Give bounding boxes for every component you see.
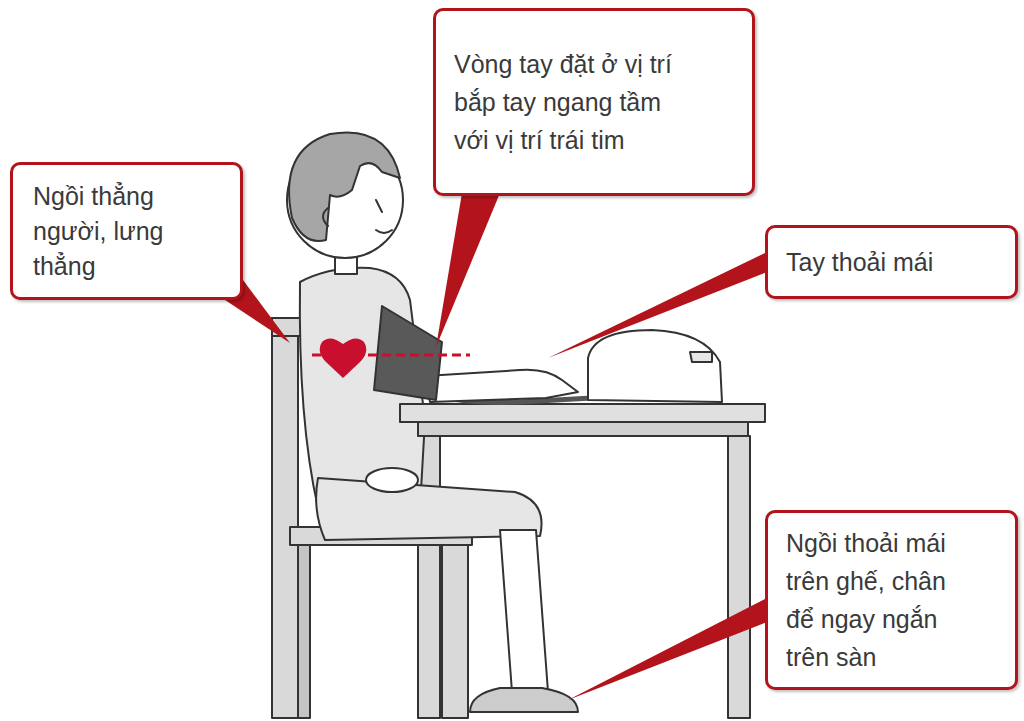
ear bbox=[323, 208, 328, 226]
callout-text: Ngồi thẳng người, lưng thẳng bbox=[33, 179, 198, 284]
table-apron bbox=[418, 422, 748, 436]
shin bbox=[500, 530, 548, 692]
eye bbox=[376, 200, 382, 212]
chair-leg bbox=[298, 545, 310, 718]
mouth bbox=[376, 230, 392, 233]
monitor-display bbox=[690, 352, 712, 362]
callout-box: Vòng tay đặt ở vị trí bắp tay ngang tầm … bbox=[433, 8, 755, 196]
heart-symbol bbox=[320, 338, 367, 378]
callout-box: Ngồi thẳng người, lưng thẳng bbox=[10, 162, 243, 300]
callout-pointer bbox=[436, 193, 500, 347]
chair-post bbox=[272, 318, 298, 718]
callout-pointer bbox=[548, 252, 767, 358]
chair-leg bbox=[442, 545, 468, 718]
slipper bbox=[470, 688, 578, 712]
callout-box: Tay thoải mái bbox=[765, 225, 1018, 299]
callout-box: Ngồi thoải mái trên ghế, chân để ngay ng… bbox=[765, 510, 1018, 690]
forearm bbox=[425, 370, 578, 402]
hair bbox=[289, 132, 400, 241]
callout-pointer bbox=[568, 598, 767, 700]
hand bbox=[366, 468, 418, 492]
bp-monitor bbox=[588, 330, 722, 402]
arm-cuff bbox=[374, 306, 442, 400]
callout-text: Tay thoải mái bbox=[786, 244, 1006, 280]
callout-text: Vòng tay đặt ở vị trí bắp tay ngang tầm … bbox=[454, 45, 686, 159]
heart-level-line bbox=[312, 354, 470, 357]
callout-text: Ngồi thoải mái trên ghế, chân để ngay ng… bbox=[786, 524, 968, 676]
table-top bbox=[400, 404, 765, 422]
table-leg bbox=[728, 436, 750, 718]
